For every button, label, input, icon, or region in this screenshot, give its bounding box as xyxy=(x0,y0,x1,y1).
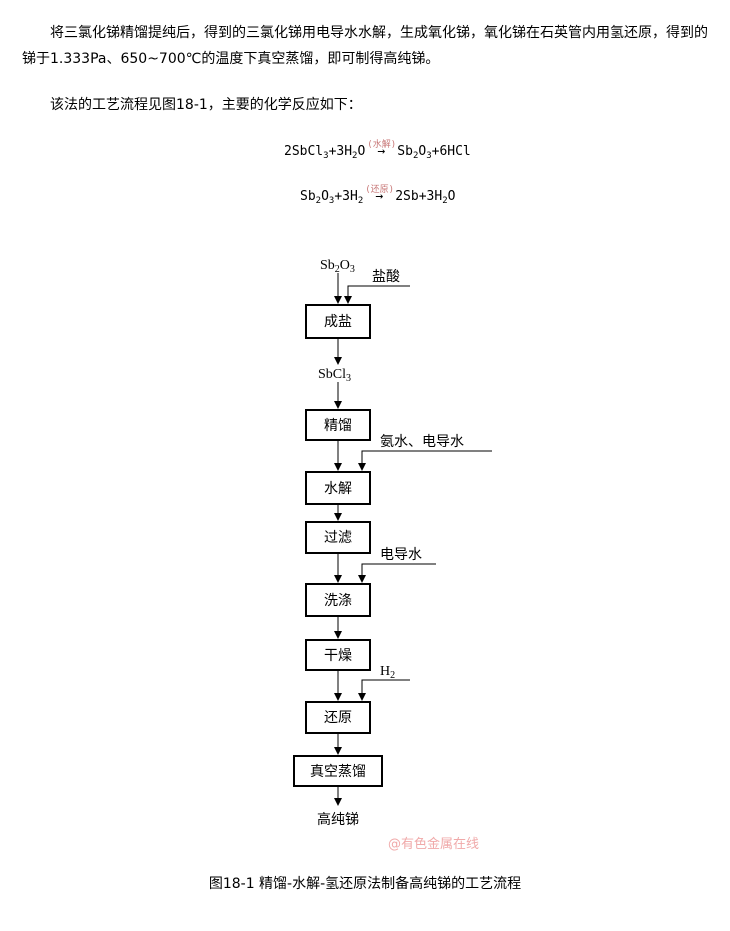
reaction-arrow-icon: → xyxy=(377,144,386,159)
reagent-hydrochloric-acid: 盐酸 xyxy=(372,269,400,285)
step-box-rectification xyxy=(305,409,371,441)
step-label: 还原 xyxy=(324,710,352,726)
step-label: 真空蒸馏 xyxy=(310,764,366,780)
input-sb2o3: Sb2O3 xyxy=(320,258,355,275)
step-label: 精馏 xyxy=(324,418,352,434)
watermark: @有色金属在线 xyxy=(388,837,480,852)
step-label: 成盐 xyxy=(324,314,352,330)
step-label: 过滤 xyxy=(324,530,352,546)
reaction-condition: (水解) xyxy=(367,140,397,150)
step-box-filtration xyxy=(305,521,371,554)
reagent-arrow xyxy=(358,450,492,471)
intro-paragraph: 将三氯化锑精馏提纯后，得到的三氯化锑用电导水水解，生成氧化锑，氧化锑在石英管内用… xyxy=(22,25,708,67)
step-box-washing xyxy=(305,583,371,617)
step-label: 洗涤 xyxy=(324,593,352,609)
reagent-arrow xyxy=(344,285,410,304)
reaction-intro-paragraph: 该法的工艺流程见图18-1，主要的化学反应如下： xyxy=(50,97,362,113)
reagent-conductivity-water: 电导水 xyxy=(380,547,422,563)
output-high-purity-antimony: 高纯锑 xyxy=(317,811,359,828)
reagent-ammonia-water: 氨水、电导水 xyxy=(380,434,464,450)
step-box-drying xyxy=(305,639,371,671)
reaction-arrow-icon: → xyxy=(375,189,384,204)
reagent-arrow xyxy=(358,679,410,701)
step-box-hydrolysis xyxy=(305,471,371,505)
equation-hydrolysis: 2SbCl3+3H2O(水解)→Sb2O3+6HCl xyxy=(284,140,471,161)
figure-caption: 图18-1 精馏-水解-氢还原法制备高纯锑的工艺流程 xyxy=(208,876,522,892)
step-label: 水解 xyxy=(324,481,352,497)
step-box-reduction xyxy=(305,701,371,734)
intermediate-sbcl3: SbCl3 xyxy=(318,367,351,384)
equation-reduction: Sb2O3+3H2(还原)→2Sb+3H2O xyxy=(300,185,455,206)
step-box-vacuum-distillation xyxy=(293,755,383,787)
reaction-condition: (还原) xyxy=(365,185,395,195)
reagent-arrow xyxy=(358,563,436,583)
step-box-salt-formation xyxy=(305,304,371,339)
step-label: 干燥 xyxy=(324,648,352,664)
reagent-hydrogen: H2 xyxy=(380,664,395,681)
